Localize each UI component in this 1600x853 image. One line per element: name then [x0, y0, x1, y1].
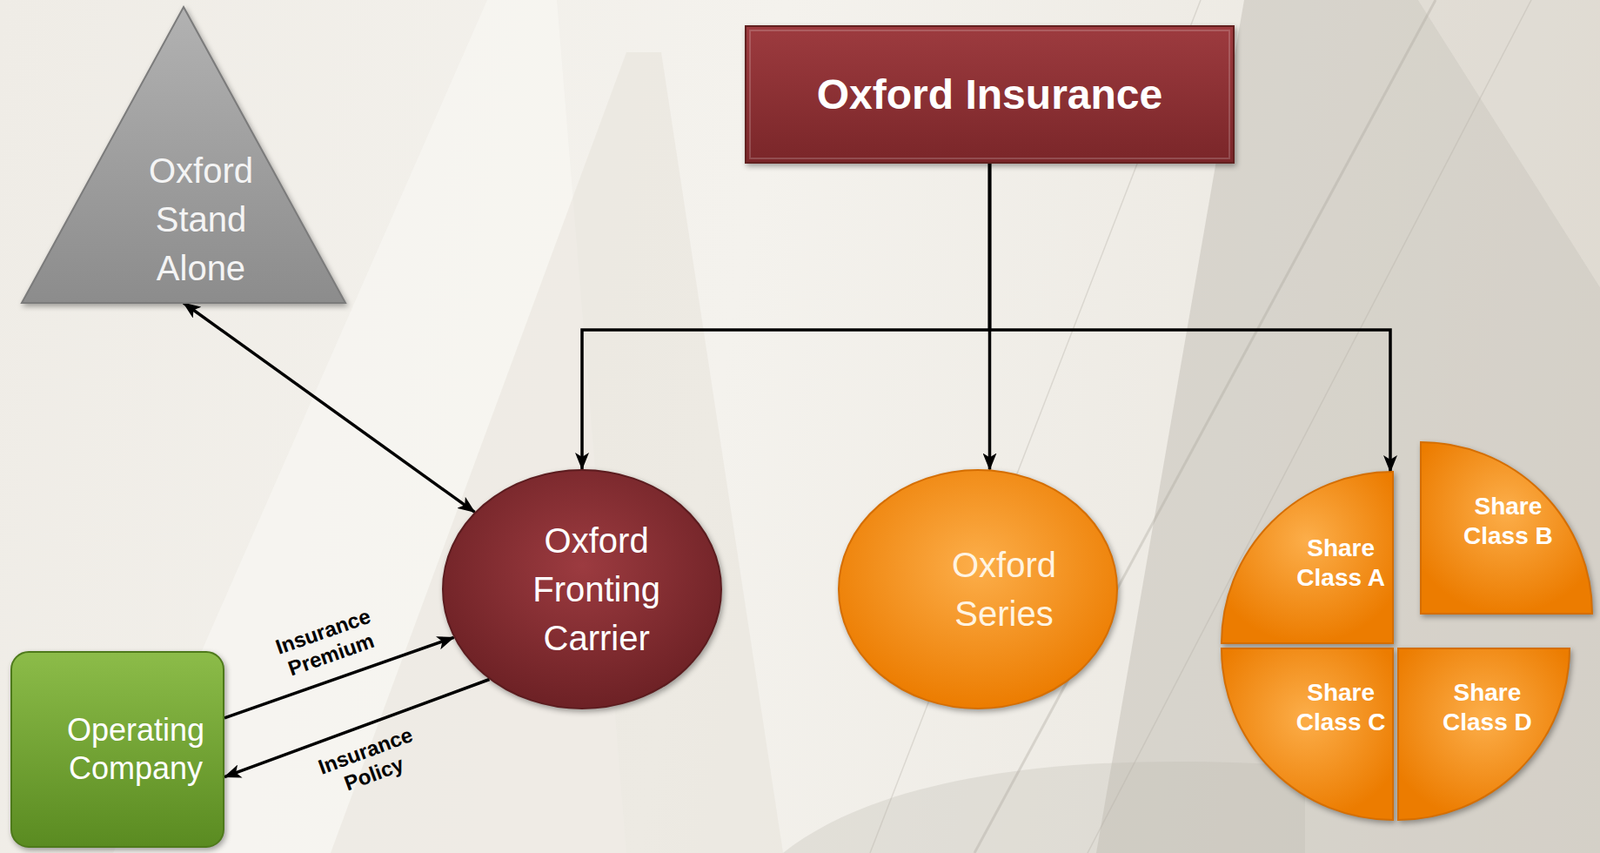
bevel-highlight: [749, 30, 1230, 159]
text-group: Operating Company: [48, 710, 223, 788]
stand-alone-triangle: Oxford Stand Alone: [20, 5, 348, 305]
stand-alone-triangle-fill: [21, 6, 346, 303]
share-class-quadrant: Share Class C: [1221, 648, 1393, 820]
connector: [990, 163, 1392, 472]
text-group: Oxford Series: [925, 540, 1083, 638]
share-class-quadrant-fill: [1420, 441, 1593, 614]
series-ellipse-outline: [837, 468, 1118, 710]
node-label: Oxford Insurance: [816, 70, 1163, 120]
text-group: Share Class A: [1288, 533, 1393, 593]
share-class-quadrant-fill: [1221, 648, 1393, 820]
fronting-carrier-ellipse: Oxford Fronting Carrier: [441, 468, 723, 710]
share-class-quadrant: Share Class D: [1398, 648, 1570, 820]
background-hull: [783, 761, 1306, 853]
node-label: Share Class B: [1453, 491, 1563, 551]
series-ellipse: Oxford Series: [837, 468, 1118, 710]
series-ellipse-fill: [838, 469, 1118, 709]
share-class-quadrant: Share Class A: [1221, 471, 1393, 643]
node-label: Oxford Series: [925, 540, 1083, 638]
operating-company-box-outline: [10, 650, 225, 848]
operating-company-box-fill: [11, 651, 224, 847]
text-group: Oxford Fronting Carrier: [518, 515, 676, 663]
parent-company-box-fill: [745, 26, 1234, 163]
node-label: Oxford Fronting Carrier: [518, 515, 676, 663]
text-group: Oxford Insurance: [816, 70, 1163, 120]
fronting-carrier-ellipse-fill: [442, 469, 722, 709]
connector: [582, 163, 991, 469]
node-label: Share Class C: [1288, 677, 1393, 737]
text-group: Oxford Stand Alone: [131, 146, 271, 293]
text-group: Share Class D: [1432, 677, 1542, 737]
share-class-quadrant-fill: [1398, 648, 1570, 820]
parent-company-box: Oxford Insurance: [744, 25, 1235, 164]
share-class-quadrant-fill: [1221, 471, 1393, 643]
node-label: Oxford Stand Alone: [131, 146, 271, 293]
share-class-quadrant: Share Class B: [1420, 441, 1593, 614]
text-group: Share Class C: [1288, 677, 1393, 737]
text-group: Share Class B: [1453, 491, 1563, 551]
node-label: Share Class D: [1432, 677, 1542, 737]
node-label: Share Class A: [1288, 533, 1393, 593]
node-label: Operating Company: [48, 710, 223, 788]
operating-company-box: Operating Company: [10, 650, 225, 848]
connector: [183, 302, 476, 512]
